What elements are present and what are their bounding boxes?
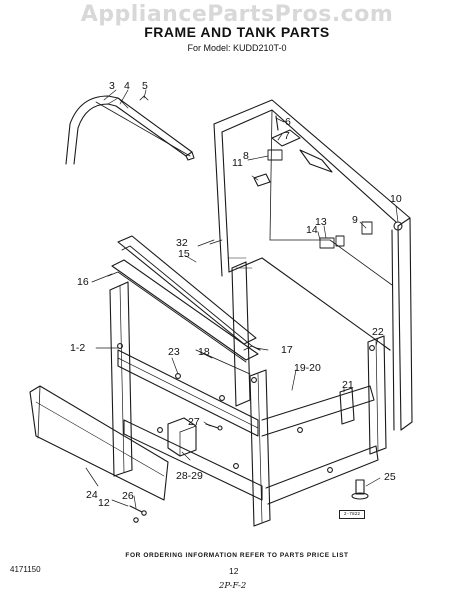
callout-6: 6 bbox=[285, 116, 291, 128]
leader-lines bbox=[85, 89, 399, 509]
callout-27: 27 bbox=[188, 416, 200, 428]
callout-1-2: 1-2 bbox=[70, 342, 86, 354]
callout-16: 16 bbox=[77, 276, 89, 288]
callout-4: 4 bbox=[124, 80, 130, 92]
base-frame bbox=[109, 261, 387, 527]
callout-21: 21 bbox=[342, 379, 354, 391]
callout-12-lower: 12 bbox=[98, 497, 110, 509]
handwritten-note: 2P-F-2 bbox=[219, 581, 247, 591]
callout-13: 13 bbox=[315, 216, 327, 228]
model-line: For Model: KUDD210T-0 bbox=[187, 43, 287, 53]
callout-8: 8 bbox=[243, 150, 249, 162]
misc-hardware bbox=[129, 95, 369, 523]
page-number: 12 bbox=[229, 566, 239, 576]
callout-24: 24 bbox=[86, 489, 98, 501]
callout-28-29: 28-29 bbox=[176, 470, 203, 482]
callout-11: 11 bbox=[232, 157, 243, 169]
callout-3: 3 bbox=[109, 80, 115, 92]
callout-10: 10 bbox=[390, 193, 402, 205]
callout-14: 14 bbox=[306, 224, 318, 236]
door-seal-channel bbox=[65, 95, 195, 165]
callout-9: 9 bbox=[352, 214, 358, 226]
callout-7: 7 bbox=[284, 130, 290, 142]
callout-32: 32 bbox=[176, 237, 188, 249]
tank-assembly bbox=[213, 99, 413, 431]
callout-17: 17 bbox=[281, 344, 293, 356]
reference-code-box: 2-7822 bbox=[339, 510, 365, 519]
callout-25: 25 bbox=[384, 471, 396, 483]
toe-kick-panel bbox=[29, 385, 169, 501]
callout-23: 23 bbox=[168, 346, 180, 358]
callout-18: 18 bbox=[198, 346, 210, 358]
callout-15: 15 bbox=[178, 248, 190, 260]
watermark: AppliancePartsPros.com bbox=[80, 2, 394, 27]
ordering-info-note: FOR ORDERING INFORMATION REFER TO PARTS … bbox=[125, 552, 349, 559]
callout-19-20: 19-20 bbox=[294, 362, 321, 374]
document-number: 4171150 bbox=[10, 565, 41, 574]
page-title: FRAME AND TANK PARTS bbox=[144, 24, 330, 40]
callout-26: 26 bbox=[122, 490, 134, 502]
callout-22: 22 bbox=[372, 326, 384, 338]
callout-5: 5 bbox=[142, 80, 148, 92]
